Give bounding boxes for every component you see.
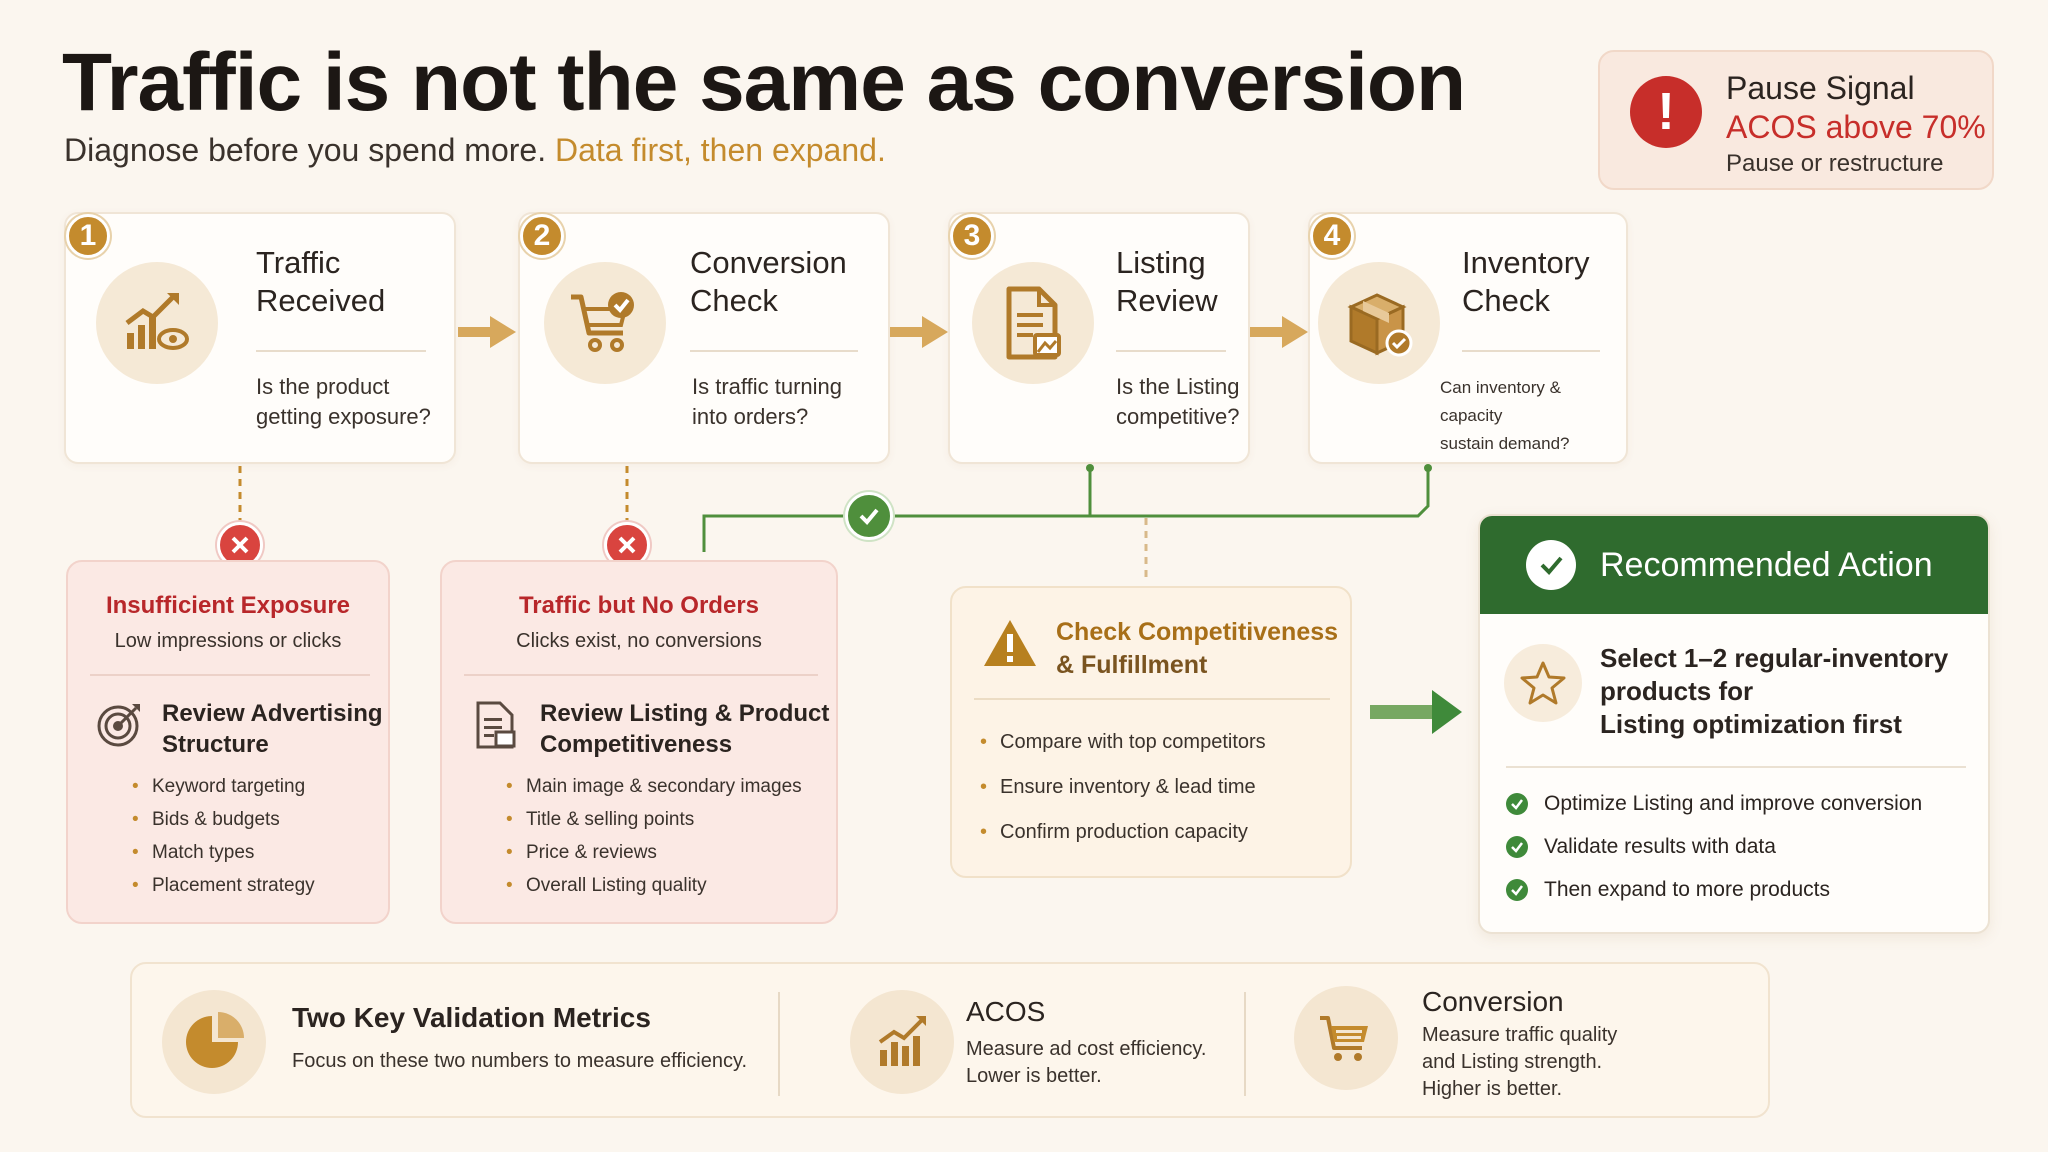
- problem-card-no-orders: Traffic but No Orders Clicks exist, no c…: [440, 560, 838, 924]
- problem-bullet-list: Keyword targeting Bids & budgets Match t…: [130, 770, 315, 902]
- recommended-title: Recommended Action: [1600, 546, 1933, 584]
- target-icon: [96, 702, 142, 753]
- pause-signal-action: Pause or restructure: [1726, 150, 1944, 177]
- star-icon: [1504, 644, 1582, 722]
- recommended-main-text: Select 1–2 regular-inventory products fo…: [1600, 643, 1949, 739]
- check-bullet-list: Compare with top competitors Ensure inve…: [978, 720, 1266, 855]
- traffic-chart-icon: [96, 262, 218, 384]
- step-number-badge: 3: [950, 214, 994, 258]
- list-item: Overall Listing quality: [504, 869, 802, 902]
- divider: [256, 350, 426, 352]
- recommended-action-card: Recommended Action Select 1–2 regular-in…: [1478, 514, 1990, 934]
- warning-icon: [982, 618, 1038, 673]
- pause-signal-metric: ACOS above 70%: [1726, 109, 1986, 145]
- problem-title: Traffic but No Orders: [518, 592, 760, 619]
- divider: [1462, 350, 1600, 352]
- arrow-right-icon: [1250, 316, 1308, 348]
- list-item: Bids & budgets: [130, 803, 315, 836]
- document-icon: [472, 700, 518, 755]
- list-item: Confirm production capacity: [978, 810, 1266, 855]
- divider: [974, 698, 1330, 700]
- acos-description: Measure ad cost efficiency.Lower is bett…: [966, 1038, 1207, 1087]
- validation-metrics-bar: Two Key Validation Metrics Focus on thes…: [130, 962, 1770, 1118]
- list-item: Compare with top competitors: [978, 720, 1266, 765]
- list-item: Validate results with data: [1506, 825, 1922, 868]
- recommended-list: Optimize Listing and improve conversion …: [1506, 782, 1922, 911]
- conversion-title: Conversion: [1422, 986, 1564, 1017]
- divider: [1116, 350, 1226, 352]
- divider: [464, 674, 818, 676]
- check-circle-icon: [845, 492, 893, 540]
- list-item: Keyword targeting: [130, 770, 315, 803]
- divider: [1506, 766, 1966, 768]
- divider: [1244, 992, 1246, 1096]
- cart-icon: [1294, 986, 1398, 1090]
- list-item: Price & reviews: [504, 836, 802, 869]
- problem-card-exposure: Insufficient Exposure Low impressions or…: [66, 560, 390, 924]
- problem-subtitle: Clicks exist, no conversions: [516, 630, 762, 652]
- list-item: Optimize Listing and improve conversion: [1506, 782, 1922, 825]
- problem-title: Insufficient Exposure: [105, 592, 351, 619]
- check-icon: [1506, 792, 1528, 815]
- pause-signal-title: Pause Signal: [1726, 70, 1915, 106]
- arrow-right-icon: [458, 316, 516, 348]
- recommended-header: Recommended Action: [1480, 516, 1988, 614]
- list-item: Placement strategy: [130, 869, 315, 902]
- check-circle-icon: [1526, 540, 1576, 590]
- metrics-subtitle: Focus on these two numbers to measure ef…: [292, 1050, 748, 1072]
- divider: [778, 992, 780, 1096]
- problem-bullet-list: Main image & secondary images Title & se…: [504, 770, 802, 902]
- list-item: Match types: [130, 836, 315, 869]
- check-icon: [1506, 835, 1528, 858]
- list-item: Then expand to more products: [1506, 868, 1922, 911]
- problem-subtitle: Low impressions or clicks: [114, 630, 342, 652]
- step-number-badge: 2: [520, 214, 564, 258]
- pie-chart-icon: [162, 990, 266, 1094]
- pause-signal-card: ! Pause Signal ACOS above 70% Pause or r…: [1598, 50, 1994, 190]
- exclamation-icon: !: [1630, 76, 1702, 148]
- cart-check-icon: [544, 262, 666, 384]
- check-card-title: Check Competitiveness& Fulfillment: [1056, 618, 1339, 679]
- list-item: Main image & secondary images: [504, 770, 802, 803]
- subtitle-main: Diagnose before you spend more.: [64, 132, 547, 168]
- document-icon: [972, 262, 1094, 384]
- divider: [690, 350, 858, 352]
- bar-chart-icon: [850, 990, 954, 1094]
- check-competitiveness-card: Check Competitiveness& Fulfillment Compa…: [950, 586, 1352, 878]
- step-number-badge: 4: [1310, 214, 1354, 258]
- acos-title: ACOS: [966, 996, 1046, 1027]
- page-subtitle: Diagnose before you spend more. Data fir…: [64, 132, 886, 169]
- metrics-title: Two Key Validation Metrics: [292, 1002, 651, 1033]
- subtitle-accent: Data first, then expand.: [554, 132, 886, 168]
- divider: [90, 674, 370, 676]
- arrow-right-icon: [890, 316, 948, 348]
- list-item: Ensure inventory & lead time: [978, 765, 1266, 810]
- page-title: Traffic is not the same as conversion: [62, 37, 1466, 128]
- list-item: Title & selling points: [504, 803, 802, 836]
- check-icon: [1506, 878, 1528, 901]
- step-number-badge: 1: [66, 214, 110, 258]
- box-icon: [1318, 262, 1440, 384]
